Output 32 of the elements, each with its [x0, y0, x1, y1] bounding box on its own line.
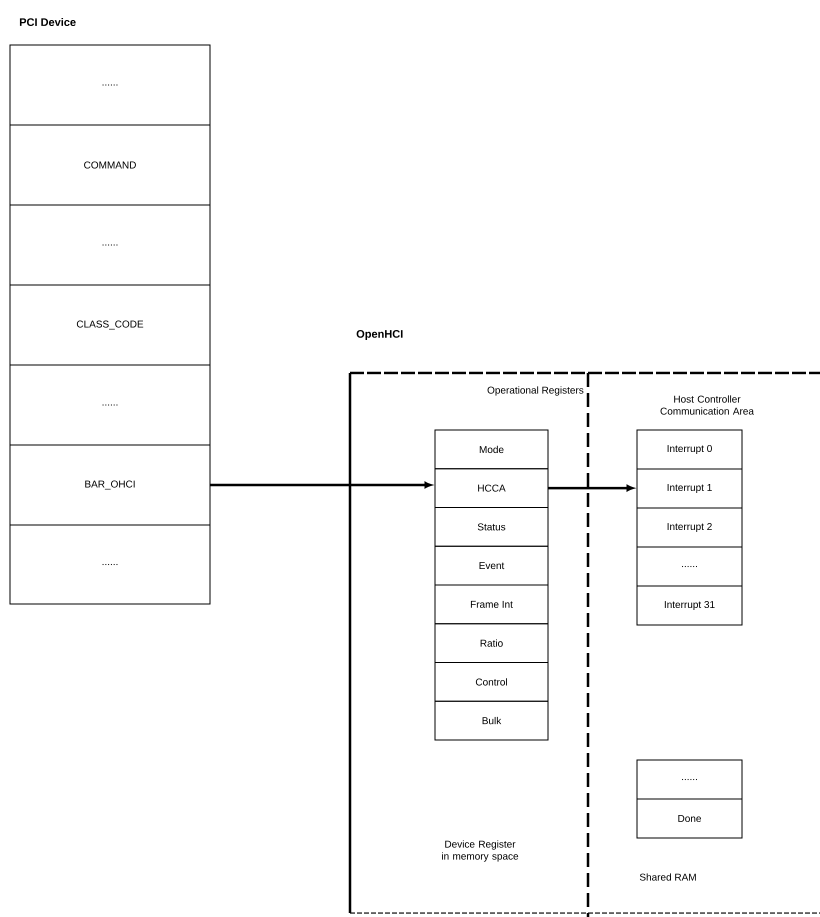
register-cell: Interrupt 31 [636, 586, 742, 626]
region-frame [348, 372, 820, 914]
region-label: Device Register in memory space [442, 840, 518, 862]
heading: Operational Registers [488, 386, 584, 396]
register-cell: Interrupt 1 [636, 468, 742, 508]
register-cell: ...... [10, 204, 210, 286]
register-cell: Control [434, 662, 548, 702]
arrow [548, 484, 634, 492]
register-cell: Bulk [434, 700, 548, 740]
register-cell: Interrupt 2 [636, 508, 742, 548]
register-cell: COMMAND [10, 124, 210, 206]
region-label: Shared RAM [640, 873, 696, 881]
register-cell: ...... [636, 760, 742, 800]
heading: Host Controller Communication Area [660, 395, 754, 415]
register-cell: BAR_OHCI [10, 444, 210, 526]
register-cell: ...... [10, 364, 210, 446]
register-cell: ...... [10, 524, 210, 604]
heading: PCI Device [20, 18, 76, 26]
register-cell: ...... [636, 546, 742, 586]
register-cell: ...... [10, 44, 210, 126]
heading: OpenHCI [356, 330, 403, 340]
register-cell: Interrupt 0 [636, 430, 742, 470]
arrow [210, 482, 432, 488]
memory-region [442, 373, 590, 917]
register-cell: Ratio [434, 623, 548, 663]
register-cell: CLASS_CODE [10, 284, 210, 366]
register-cell: Frame Int [434, 584, 548, 624]
register-cell: Done [636, 798, 742, 838]
register-cell: Status [434, 507, 548, 547]
register-cell: HCCA [434, 468, 548, 508]
register-cell: Mode [434, 430, 548, 470]
register-cell: Event [434, 546, 548, 586]
